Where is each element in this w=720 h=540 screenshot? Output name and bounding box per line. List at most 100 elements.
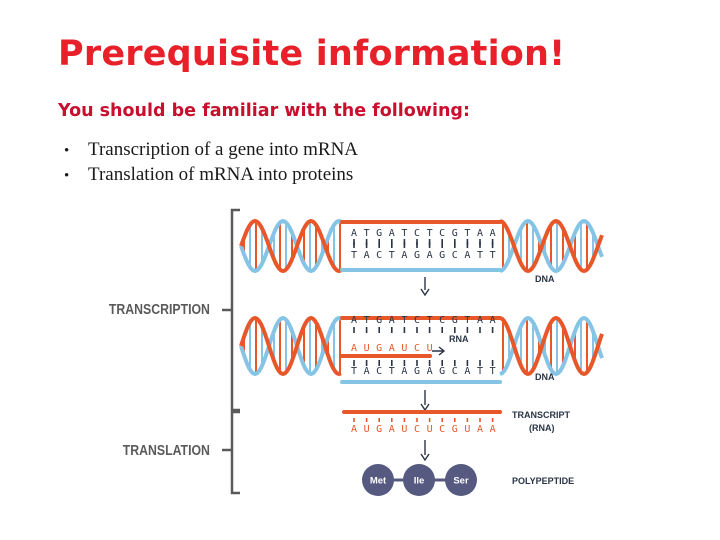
bullet-item: • Transcription of a gene into mRNA — [64, 137, 358, 162]
dna-base-letter: A — [477, 315, 483, 326]
polypeptide-label: POLYPEPTIDE — [512, 476, 574, 486]
dna-base-letter: A — [401, 250, 407, 261]
dna-base-letter: T — [427, 228, 433, 239]
amino-acid-label: Ser — [453, 476, 469, 487]
dna-base-letter: T — [490, 366, 496, 377]
rna-base-letter: U — [427, 343, 433, 354]
dna-base-letter: T — [477, 250, 483, 261]
helix-strand — [499, 315, 604, 377]
slide-subtitle: You should be familiar with the followin… — [58, 101, 470, 121]
bullet-item: • Translation of mRNA into proteins — [64, 162, 358, 187]
transcript-base-letter: G — [452, 424, 458, 435]
dna-base-letter: C — [452, 366, 458, 377]
transcript-base-letter: A — [490, 424, 496, 435]
transcript-base-letter: C — [439, 424, 445, 435]
rna-base-letter: G — [376, 343, 382, 354]
slide-title: Prerequisite information! — [58, 34, 566, 74]
dna-base-letter: A — [364, 366, 370, 377]
dna-base-letter: T — [427, 315, 433, 326]
bracket-line — [222, 410, 240, 495]
rna-base-letter: U — [364, 343, 370, 354]
dna-base-letter: G — [376, 228, 382, 239]
bullet-text: Translation of mRNA into proteins — [88, 164, 354, 185]
transcript-base-letter: U — [364, 424, 370, 435]
rna-base-letter: A — [351, 343, 357, 354]
dna-base-letter: T — [364, 315, 370, 326]
dna-base-letter: A — [490, 228, 496, 239]
dna-base-letter: T — [401, 315, 407, 326]
transcript-base-letter: G — [376, 424, 382, 435]
amino-acid-label: Ile — [414, 476, 425, 487]
dna-base-letter: A — [351, 228, 357, 239]
transcription-label: TRANSCRIPTION — [109, 301, 210, 317]
dna-base-letter: G — [439, 250, 445, 261]
dna-base-letter: T — [351, 250, 357, 261]
down-arrow-head — [420, 288, 430, 297]
amino-acid-label: Met — [370, 476, 387, 487]
dna-base-letter: T — [490, 250, 496, 261]
dna-base-letter: C — [376, 250, 382, 261]
transcript-base-letter: A — [351, 424, 357, 435]
transcript-label: TRANSCRIPT — [512, 410, 571, 420]
transcript-base-letter: A — [389, 424, 395, 435]
dna-base-letter: T — [464, 228, 470, 239]
dna-base-letter: A — [389, 315, 395, 326]
dna-base-letter: A — [477, 228, 483, 239]
dna-base-letter: T — [364, 228, 370, 239]
dna-base-letter: A — [427, 366, 433, 377]
dna-base-letter: C — [439, 228, 445, 239]
rna-pointer-arrow — [432, 346, 446, 356]
polypeptide-chain: Met Ile Ser — [362, 464, 477, 496]
transcript-base-letter: U — [427, 424, 433, 435]
amino-acid-bead — [362, 464, 394, 496]
dna-base-letter: G — [439, 366, 445, 377]
down-arrow-head — [420, 453, 430, 462]
dna-base-letter: C — [376, 366, 382, 377]
bullet-dot: • — [64, 143, 70, 159]
dna-base-letter: A — [389, 228, 395, 239]
helix-strand — [239, 315, 342, 377]
dna-base-letter: T — [401, 228, 407, 239]
strand-lines — [340, 220, 502, 414]
dna-base-letter: T — [389, 366, 395, 377]
dna-base-letter: A — [427, 250, 433, 261]
transcript-rna-label: (RNA) — [529, 423, 555, 433]
helix-strand — [499, 315, 604, 377]
dna-base-letter: T — [389, 250, 395, 261]
dna-base-letter: T — [351, 366, 357, 377]
transcript-base-letter: C — [414, 424, 420, 435]
rna-base-letter: A — [389, 343, 395, 354]
dna-base-letter: T — [464, 315, 470, 326]
dna-base-letter: A — [364, 250, 370, 261]
bracket-line — [222, 208, 240, 412]
rna-base-letter: C — [414, 343, 420, 354]
bullet-dot: • — [64, 168, 70, 184]
dna-base-letter: A — [464, 250, 470, 261]
dna-base-letter: G — [452, 228, 458, 239]
stage-brackets — [222, 208, 240, 495]
dna-helices — [239, 218, 604, 377]
dna-base-letter: C — [452, 250, 458, 261]
dna-base-letter: A — [401, 366, 407, 377]
dna-label-bottom: DNA — [535, 372, 555, 382]
dna-base-letter: A — [351, 315, 357, 326]
transcript-base-letter: U — [464, 424, 470, 435]
dna-base-letter: G — [376, 315, 382, 326]
dna-base-letter: G — [414, 366, 420, 377]
dna-base-letter: G — [414, 250, 420, 261]
transcript-base-letter: A — [477, 424, 483, 435]
helix-strand — [499, 218, 604, 274]
dna-base-letter: C — [414, 228, 420, 239]
dna-base-letter: C — [414, 315, 420, 326]
amino-acid-bead — [445, 464, 477, 496]
rna-base-letter: U — [401, 343, 407, 354]
dna-base-letter: G — [452, 315, 458, 326]
dna-base-letter: T — [477, 366, 483, 377]
helix-strand — [239, 218, 342, 274]
amino-acid-bead — [403, 464, 435, 496]
dna-base-letter: A — [490, 315, 496, 326]
bullet-text: Transcription of a gene into mRNA — [88, 139, 359, 160]
dna-label-top: DNA — [535, 274, 555, 284]
